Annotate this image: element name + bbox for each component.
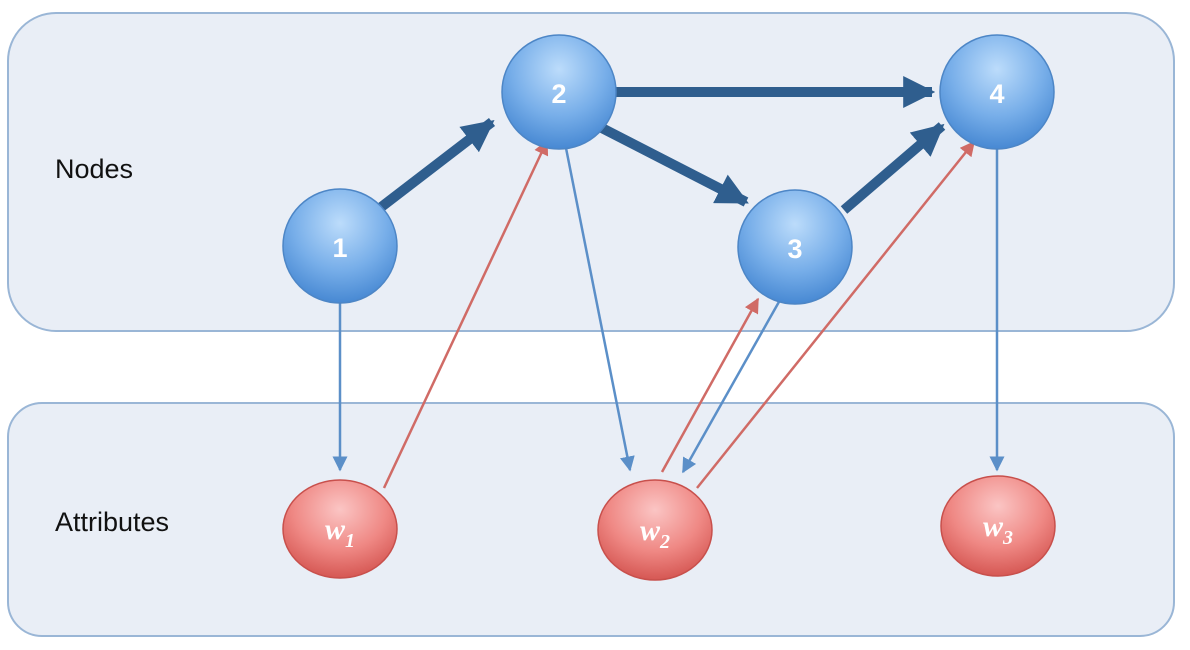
attribute-w1: w1 bbox=[282, 479, 398, 579]
attribute-w1-label: w1 bbox=[325, 513, 355, 552]
attribute-w3: w3 bbox=[940, 475, 1056, 577]
edge-3-to-w2 bbox=[681, 299, 782, 474]
attributes-panel bbox=[7, 402, 1175, 637]
node-1: 1 bbox=[282, 188, 398, 304]
node-4: 4 bbox=[939, 34, 1055, 150]
node-2-label: 2 bbox=[551, 79, 566, 109]
edge-w2-to-3 bbox=[660, 297, 760, 473]
attribute-w3-label: w3 bbox=[983, 510, 1013, 549]
edge-2-to-w2 bbox=[563, 142, 635, 472]
attributes-panel-label: Attributes bbox=[55, 507, 169, 537]
node-1-label: 1 bbox=[332, 233, 347, 263]
edge-1-to-2 bbox=[376, 118, 496, 212]
attribute-w2: w2 bbox=[597, 479, 713, 581]
node-3-label: 3 bbox=[787, 234, 802, 264]
edge-w2-to-4 bbox=[696, 140, 975, 489]
node-3: 3 bbox=[737, 189, 853, 305]
node-4-label: 4 bbox=[989, 79, 1004, 109]
node-2: 2 bbox=[501, 34, 617, 150]
edge-3-to-4 bbox=[840, 122, 946, 214]
edge-w1-to-2 bbox=[382, 139, 549, 489]
edge-2-to-3 bbox=[595, 121, 749, 207]
attribute-w2-label: w2 bbox=[640, 514, 670, 553]
nodes-panel-label: Nodes bbox=[55, 154, 133, 184]
